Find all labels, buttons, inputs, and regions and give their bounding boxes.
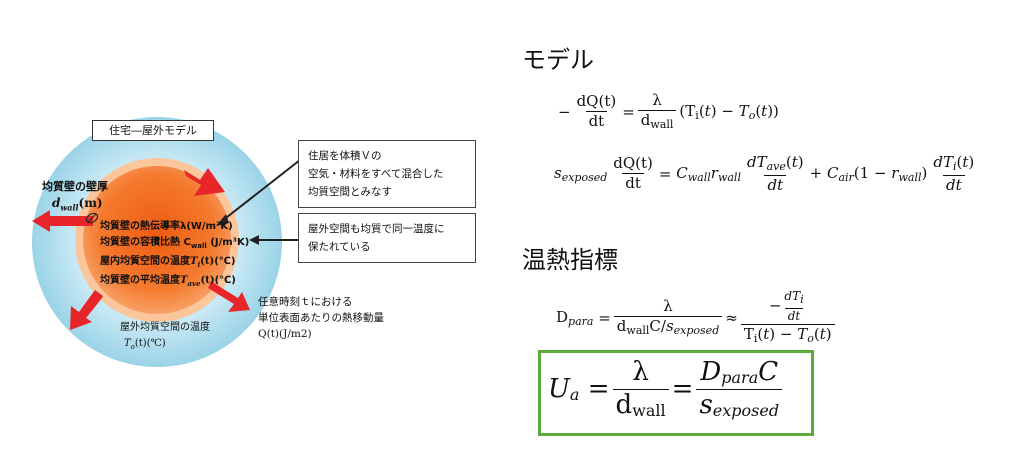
highlight-box: [538, 350, 814, 436]
callout-arrow-line-1: [221, 159, 301, 222]
wall-avg-temp-line: 均質壁の平均温度Tave(t)(℃): [100, 275, 236, 288]
arrow-down-right: [208, 280, 250, 312]
model-heading: モデル: [522, 46, 594, 74]
heat-capacity-line: 均質壁の容積比熱 Cwall (J/m³K): [100, 237, 250, 250]
heat-model-diagram: 住宅―屋外モデル 均質壁の壁厚 dwall(m) 均質壁の熱伝導率λ(W/m²K…: [0, 0, 500, 474]
wall-properties: 均質壁の熱伝導率λ(W/m²K) 均質壁の容積比熱 Cwall (J/m³K) …: [100, 219, 249, 292]
indoor-core: [83, 166, 231, 314]
arrow-up-right: [184, 168, 225, 196]
callout-arrowhead-1: [216, 214, 229, 226]
thickness-marker-icon: [85, 212, 99, 224]
outdoor-temp-label: 屋外均質空間の温度 To(t)(℃): [120, 322, 210, 351]
index-heading: 温熱指標: [522, 246, 618, 274]
diagram-title: 住宅―屋外モデル: [92, 120, 214, 141]
conductivity-line: 均質壁の熱伝導率λ(W/m²K): [100, 221, 233, 232]
callout-homogeneous-space: 住居を体積Ｖの 空気・材料をすべて混合した 均質空間とみなす: [298, 140, 476, 208]
heat-flow-label: 任意時刻ｔにおける 単位表面あたりの熱移動量 Q(t)(J/m2): [258, 296, 384, 340]
diagram-graphics: [32, 117, 301, 367]
equation-energy-balance: sexposed dQ(t)dt = Cwallrwall dTave(t)dt…: [554, 153, 975, 194]
callout-outdoor-space: 屋外空間も均質で同一温度に 保たれている: [298, 213, 476, 263]
callout-arrowhead-2: [249, 235, 259, 245]
arrow-left: [32, 210, 93, 232]
indoor-temp-line: 屋内均質空間の温度Ti(t)(℃): [100, 256, 236, 269]
arrow-down-left: [70, 290, 103, 330]
wall-thickness-label: 均質壁の壁厚 dwall(m): [42, 180, 108, 213]
